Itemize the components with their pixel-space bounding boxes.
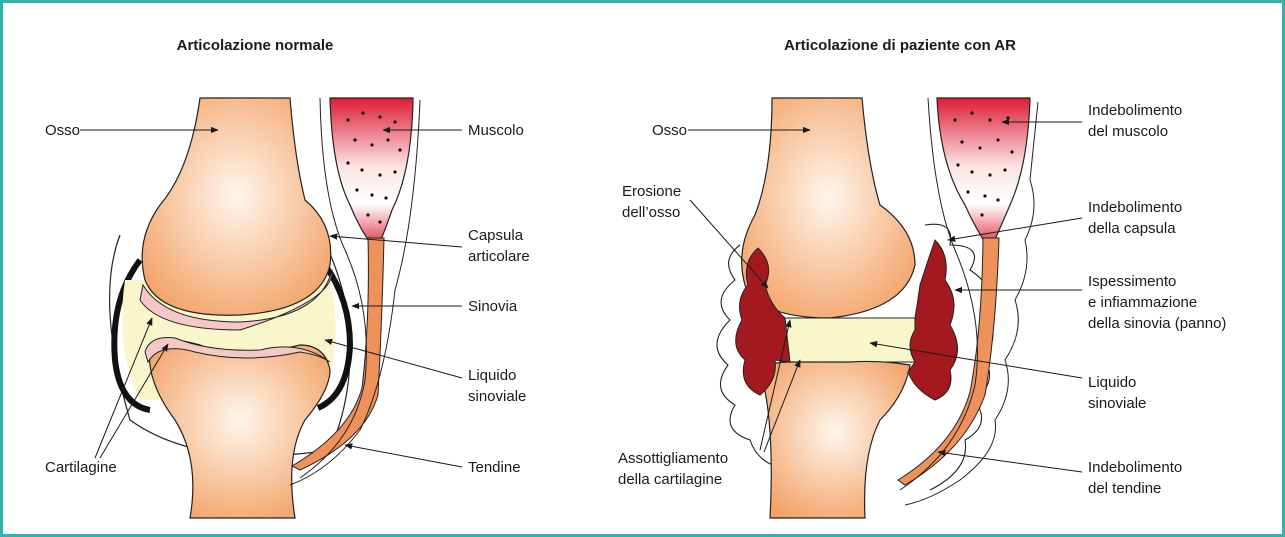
label-capsula-2: articolare <box>468 248 530 265</box>
ar-synovial-fluid <box>780 318 920 362</box>
ar-lower-bone <box>760 361 910 518</box>
ar-label-sinovia-3: della sinovia (panno) <box>1088 315 1226 332</box>
ar-label-sinovia-1: Ispessimento <box>1088 273 1176 290</box>
ar-label-cartilagine-2: della cartilagine <box>618 471 722 488</box>
ar-joint: Articolazione di paziente con AR Osso <box>618 37 1226 518</box>
normal-title: Articolazione normale <box>177 37 334 54</box>
ar-label-tendine-2: del tendine <box>1088 480 1161 497</box>
label-sinovia: Sinovia <box>468 298 518 315</box>
label-osso: Osso <box>45 122 80 139</box>
normal-joint: Articolazione normale Osso <box>45 37 530 518</box>
ar-label-erosione-2: dell’osso <box>622 204 680 221</box>
ar-label-liquido-1: Liquido <box>1088 374 1136 391</box>
ar-label-tendine-1: Indebolimento <box>1088 459 1182 476</box>
ar-label-sinovia-2: e infiammazione <box>1088 294 1197 311</box>
ar-label-erosione-1: Erosione <box>622 183 681 200</box>
label-liquido-1: Liquido <box>468 367 516 384</box>
upper-bone <box>142 98 331 315</box>
label-cartilagine: Cartilagine <box>45 459 117 476</box>
ar-label-muscolo-2: del muscolo <box>1088 123 1168 140</box>
ar-label-cartilagine-1: Assottigliamento <box>618 450 728 467</box>
lower-bone <box>149 340 330 518</box>
ar-label-muscolo-1: Indebolimento <box>1088 102 1182 119</box>
ar-label-osso: Osso <box>652 122 687 139</box>
muscle <box>330 98 413 250</box>
label-liquido-2: sinoviale <box>468 388 526 405</box>
label-capsula-1: Capsula <box>468 227 524 244</box>
ar-upper-bone <box>742 98 915 318</box>
ar-muscle <box>937 98 1030 250</box>
label-muscolo: Muscolo <box>468 122 524 139</box>
ar-label-capsula-2: della capsula <box>1088 220 1176 237</box>
ar-label-liquido-2: sinoviale <box>1088 395 1146 412</box>
ar-label-capsula-1: Indebolimento <box>1088 199 1182 216</box>
label-tendine: Tendine <box>468 459 521 476</box>
ar-title: Articolazione di paziente con AR <box>784 37 1016 54</box>
